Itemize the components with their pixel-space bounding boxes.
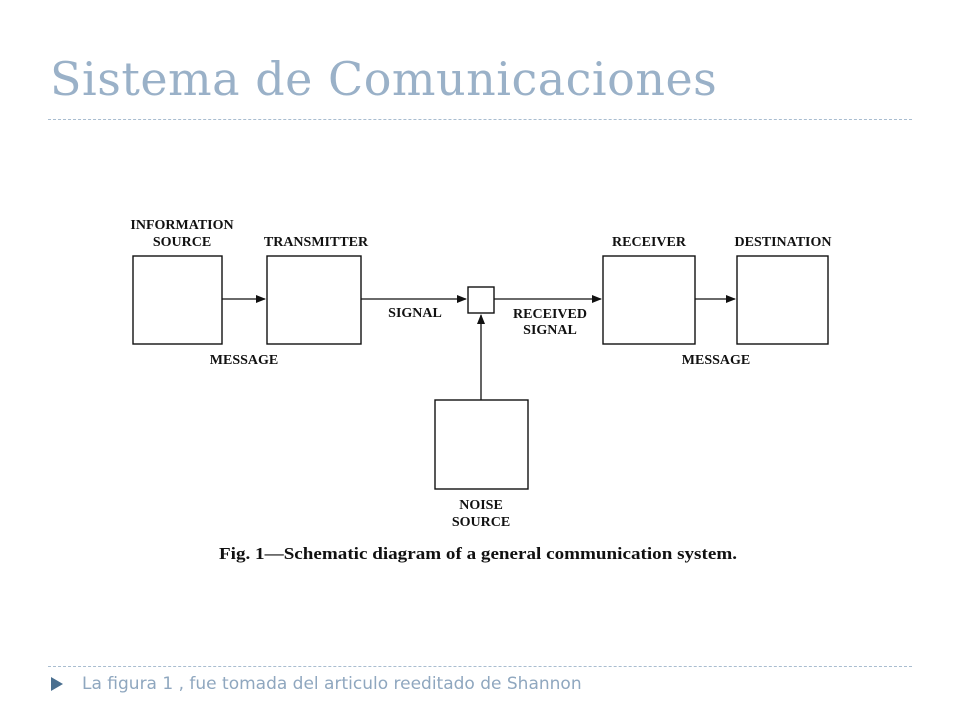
transmitter-box	[266, 255, 362, 345]
message-label-right: MESSAGE	[682, 353, 750, 368]
information-source-box	[132, 255, 223, 345]
noise-source-box	[434, 399, 529, 490]
message-label-left: MESSAGE	[210, 353, 278, 368]
signal-label: SIGNAL	[388, 306, 442, 321]
slide-title: Sistema de Comunicaciones	[50, 52, 718, 106]
noise-combiner-box	[467, 286, 495, 314]
destination-label: DESTINATION	[735, 235, 832, 250]
information-source-label-line2: SOURCE	[153, 235, 211, 250]
receiver-box	[602, 255, 696, 345]
footer-divider	[48, 666, 912, 667]
noise-source-label-line1: NOISE	[459, 498, 503, 513]
received-signal-label-line1: RECEIVED	[513, 307, 587, 322]
triangle-bullet-icon	[51, 677, 63, 691]
destination-box	[736, 255, 829, 345]
receiver-label: RECEIVER	[612, 235, 687, 250]
information-source-label-line1: INFORMATION	[130, 218, 233, 233]
received-signal-label-line2: SIGNAL	[523, 323, 577, 338]
noise-source-label-line2: SOURCE	[452, 515, 510, 530]
title-divider	[48, 119, 912, 120]
transmitter-label: TRANSMITTER	[264, 235, 369, 250]
figure-caption: Fig. 1—Schematic diagram of a general co…	[219, 544, 737, 563]
footer-note: La figura 1 , fue tomada del articulo re…	[82, 674, 582, 694]
